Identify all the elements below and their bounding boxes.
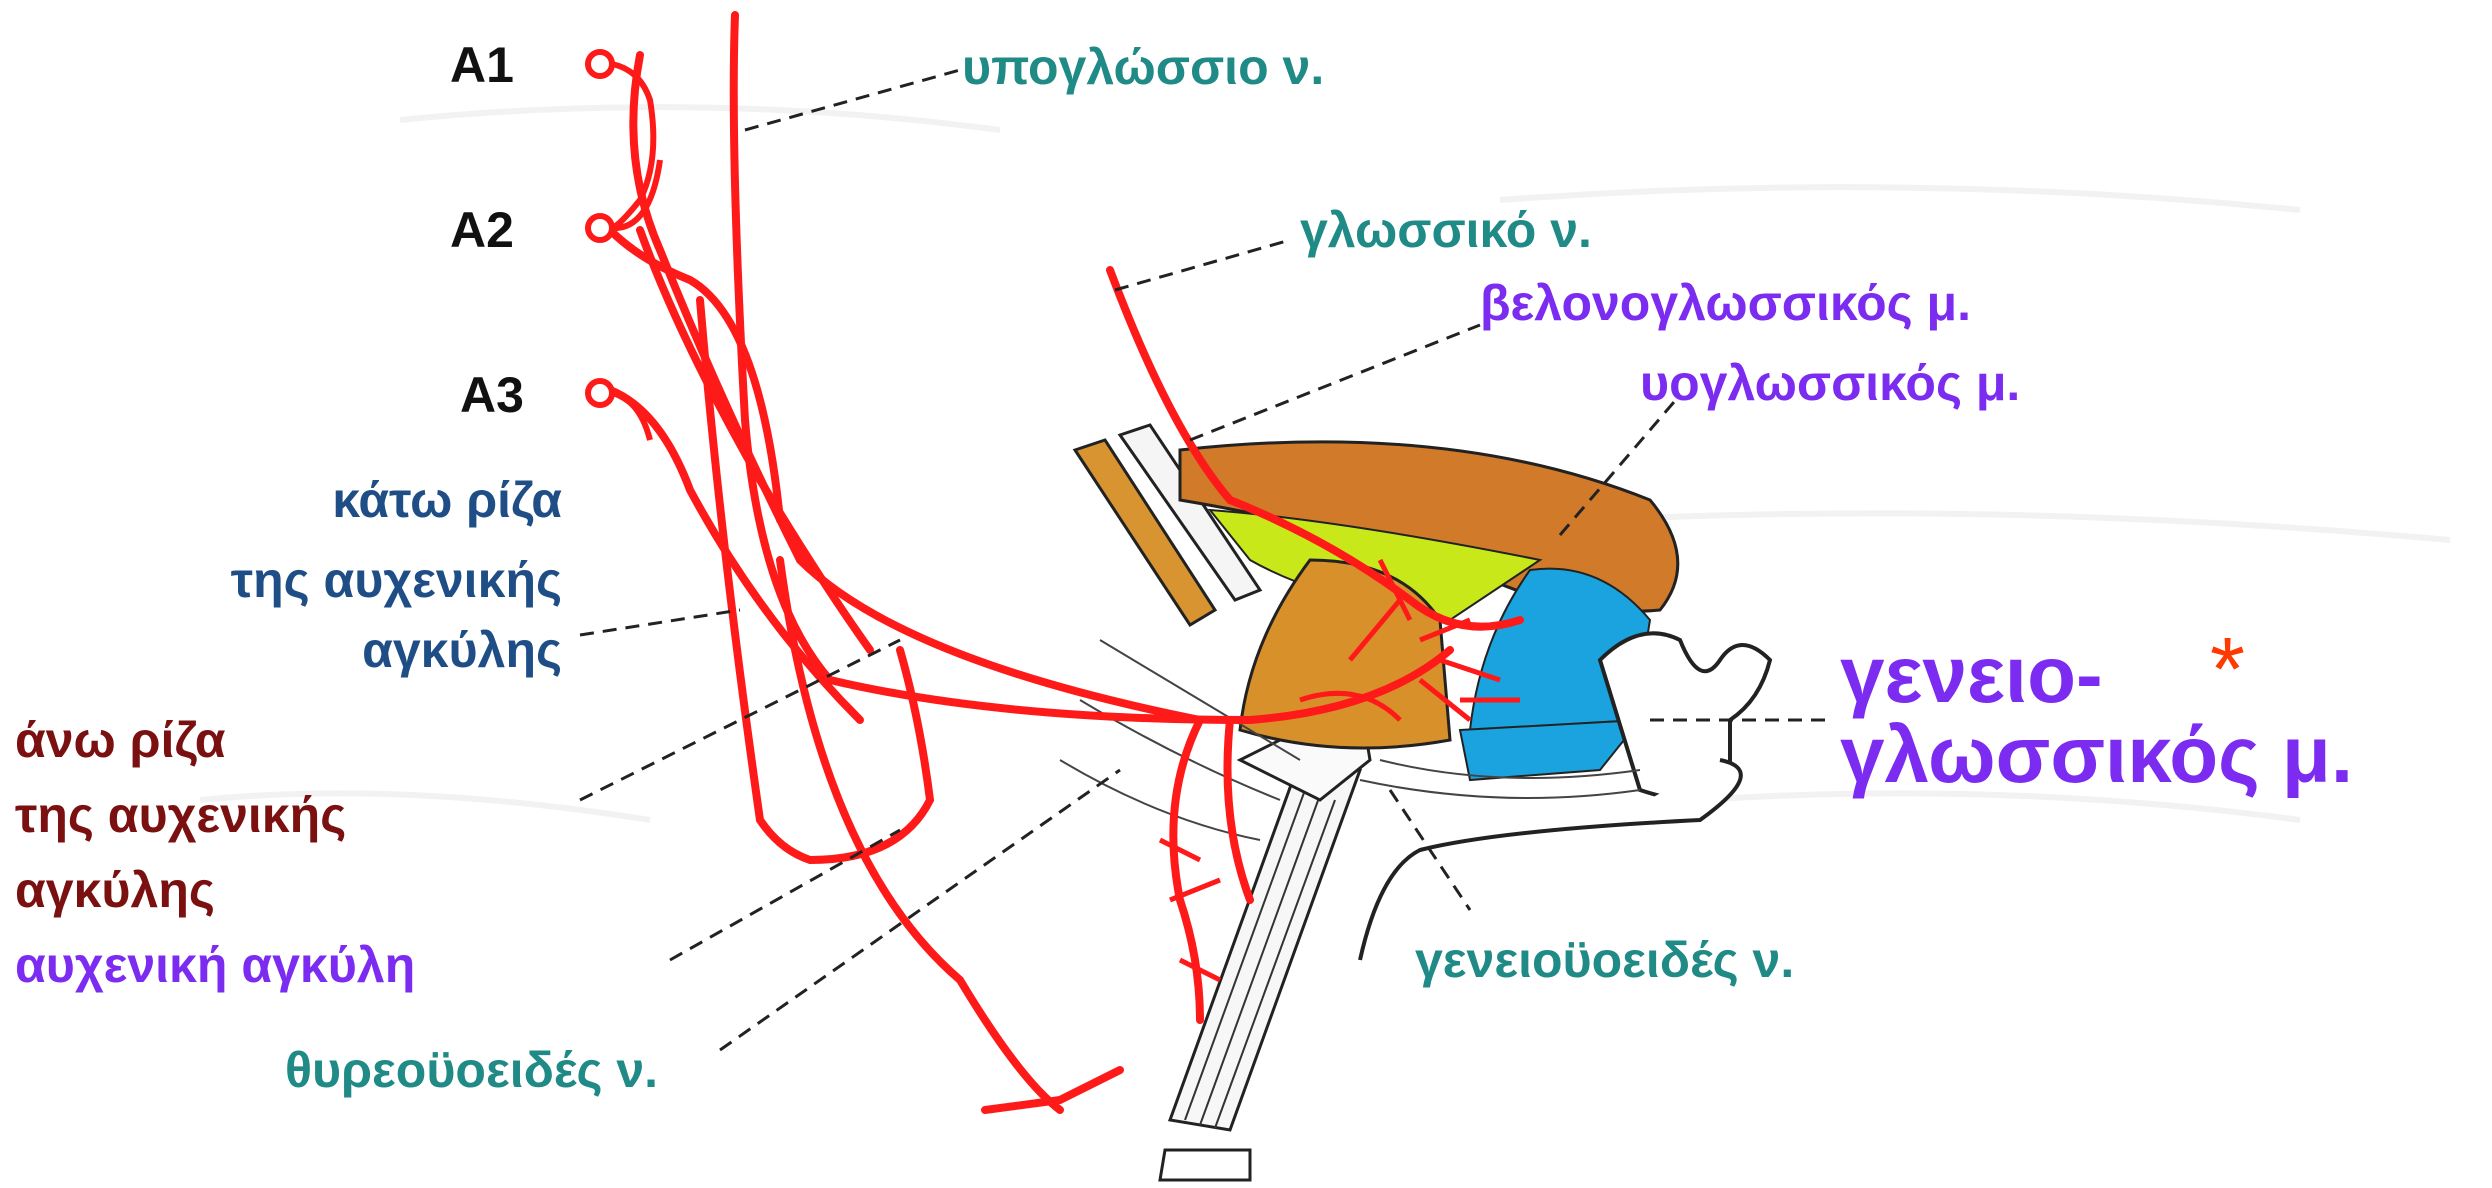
inferior-root-label-2: της αυχενικής [231, 555, 562, 605]
superior-root-label-3: αγκύλης [15, 865, 215, 915]
hypoglossal-nerve-label: υπογλώσσιο ν. [962, 42, 1324, 92]
root-label-a1: A1 [450, 40, 514, 90]
thyrohyoid-nerve-label: θυρεοϋοειδές ν. [285, 1045, 658, 1095]
styloglossus-label: βελονογλωσσικός μ. [1480, 278, 1971, 328]
root-label-a3: A3 [460, 370, 524, 420]
inferior-root-label-3: αγκύλης [362, 625, 562, 675]
superior-root-label-2: της αυχενικής [15, 790, 346, 840]
geniohyoid-nerve-label: γενειοϋοειδές ν. [1415, 935, 1794, 985]
inferior-root-label-1: κάτω ρίζα [332, 475, 562, 525]
asterisk-marker: * [2210, 625, 2245, 715]
genioglossus-label-line1: γενειο- [1840, 635, 2103, 715]
hyoglossus-label: υογλωσσικός μ. [1640, 358, 2020, 408]
lingual-nerve-label: γλωσσικό ν. [1300, 205, 1592, 255]
root-label-a2: A2 [450, 205, 514, 255]
genioglossus-label-line2: γλωσσικός μ. [1840, 715, 2353, 795]
ansa-cervicalis-label: αυχενική αγκύλη [15, 940, 415, 990]
superior-root-label-1: άνω ρίζα [15, 715, 225, 765]
